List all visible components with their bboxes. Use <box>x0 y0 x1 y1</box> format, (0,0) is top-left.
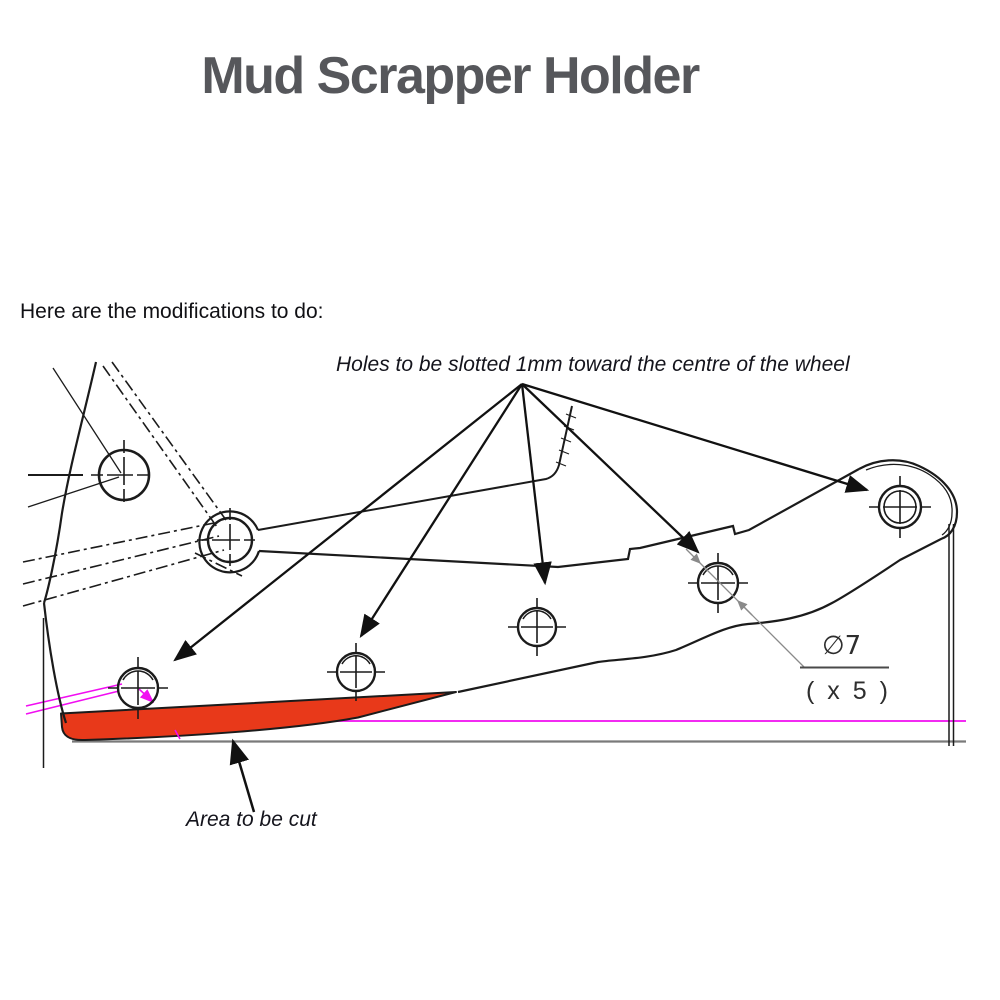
holder-arm-outline <box>257 405 959 746</box>
hole-slot-1 <box>108 657 168 719</box>
diameter-dimension-label: ∅7 <box>822 631 862 661</box>
hole-slot-3 <box>508 598 566 656</box>
hole-slot-5 <box>869 476 931 538</box>
magenta-guides <box>25 683 181 740</box>
hole-count-label: ( x 5 ) <box>806 677 891 705</box>
page-title: Mud Scrapper Holder <box>201 47 700 105</box>
slotted-holes <box>108 476 931 719</box>
hole-slot-4 <box>688 553 748 613</box>
hole-reference-top <box>91 440 159 511</box>
hole-reference-pivot <box>197 508 263 574</box>
cut-area-arrow <box>229 738 256 813</box>
cut-area-highlight <box>60 691 457 742</box>
break-line-hatching <box>555 413 577 467</box>
reference-part-outline <box>22 361 243 768</box>
intro-text: Here are the modifications to do: <box>20 300 324 323</box>
hidden-edges <box>22 361 243 607</box>
annotation-arrows <box>173 382 870 662</box>
baseline-group <box>72 720 966 743</box>
diameter-leader <box>685 548 889 669</box>
hole-slot-2 <box>327 643 385 701</box>
cut-area-annotation-label: Area to be cut <box>186 808 317 831</box>
holes-annotation-label: Holes to be slotted 1mm toward the centr… <box>336 353 850 376</box>
